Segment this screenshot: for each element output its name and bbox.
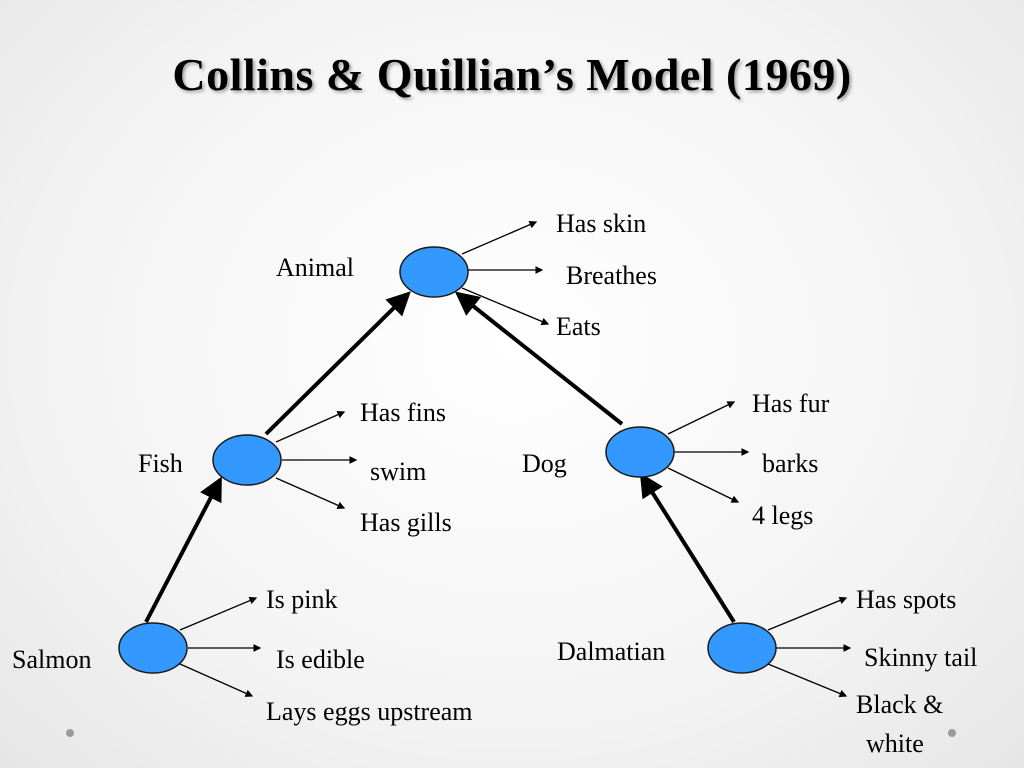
prop-4-legs: 4 legs [752,501,813,530]
arrow-fish-has-gills [275,477,346,509]
prop-has-gills: Has gills [360,508,452,537]
prop-lays-eggs-upstream: Lays eggs upstream [266,697,473,726]
arrow-animal-has-skin [461,221,538,255]
slide-title: Collins & Quillian’s Model (1969) [172,49,852,100]
arrow-dalmatian-has-spots [767,596,848,631]
node-dalmatian [707,622,777,674]
node-dog [605,426,675,478]
arrow-dalmatian-black-white [767,663,848,698]
arrow-dog-has-fur [667,401,736,435]
edge-dalmatian-dog [639,472,736,624]
prop-white: white [866,729,924,758]
edge-fish-animal [264,291,411,436]
prop-skinny-tail: Skinny tail [864,643,977,672]
label-dog: Dog [522,449,567,478]
prop-has-spots: Has spots [856,585,956,614]
label-fish: Fish [138,449,183,478]
edge-salmon-fish [144,476,222,623]
arrow-animal-eats [461,287,550,326]
prop-swim: swim [370,457,426,486]
prop-has-fins: Has fins [360,398,446,427]
prop-barks: barks [762,449,818,478]
slide-decoration-dot-left [66,729,74,737]
prop-is-pink: Is pink [266,585,338,614]
prop-is-edible: Is edible [276,645,365,674]
edge-dog-animal [454,291,624,426]
label-salmon: Salmon [12,645,91,674]
prop-has-skin: Has skin [556,209,646,238]
node-fish [212,434,282,486]
label-dalmatian: Dalmatian [557,637,665,666]
label-animal: Animal [276,253,354,282]
prop-black-and: Black & [856,690,943,719]
prop-breathes: Breathes [566,261,657,290]
slide-decoration-dot-right [948,729,956,737]
arrow-salmon-is-pink [179,596,258,631]
node-animal [399,246,469,298]
arrow-dog-4-legs [667,467,740,503]
node-salmon [118,622,188,674]
prop-eats: Eats [556,312,601,341]
arrow-fish-has-fins [275,411,346,443]
prop-has-fur: Has fur [752,389,830,418]
arrow-salmon-lays-eggs [179,663,254,697]
